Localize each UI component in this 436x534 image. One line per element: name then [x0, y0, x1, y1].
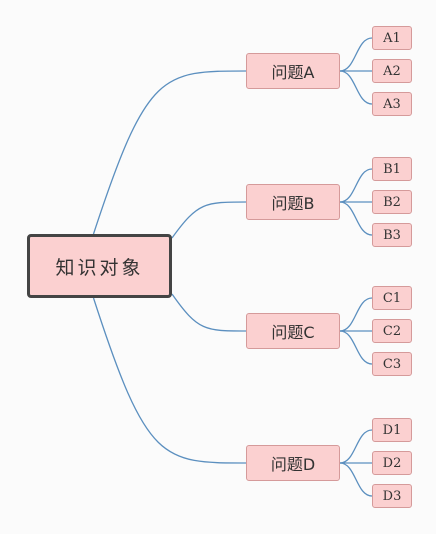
leaf-node-b1[interactable]: B1 [372, 157, 412, 181]
connector-root-question-a [92, 70, 247, 235]
leaf-node-a2[interactable]: A2 [372, 59, 412, 83]
connector-root-question-c [171, 293, 247, 332]
leaf-node-b3[interactable]: B3 [372, 223, 412, 247]
connector-a-a3 [339, 70, 373, 105]
leaf-node-d2[interactable]: D2 [372, 451, 412, 475]
leaf-node-c2[interactable]: C2 [372, 319, 412, 343]
root-node[interactable]: 知识对象 [27, 234, 172, 298]
question-node-d[interactable]: 问题D [246, 445, 340, 481]
connector-b-b1 [339, 168, 373, 203]
leaf-node-c1[interactable]: C1 [372, 286, 412, 310]
question-node-b[interactable]: 问题B [246, 184, 340, 220]
leaf-node-c3[interactable]: C3 [372, 352, 412, 376]
connector-root-question-b [171, 201, 247, 239]
leaf-node-a1[interactable]: A1 [372, 26, 412, 50]
leaf-node-a3[interactable]: A3 [372, 92, 412, 116]
leaf-node-d1[interactable]: D1 [372, 418, 412, 442]
connector-b-b3 [339, 201, 373, 236]
connector-d-d1 [339, 429, 373, 464]
connector-root-question-d [92, 297, 247, 464]
connector-d-d3 [339, 462, 373, 497]
connector-c-c3 [339, 330, 373, 365]
connector-a-a1 [339, 37, 373, 72]
connector-c-c1 [339, 297, 373, 332]
question-node-c[interactable]: 问题C [246, 313, 340, 349]
leaf-node-b2[interactable]: B2 [372, 190, 412, 214]
question-node-a[interactable]: 问题A [246, 53, 340, 89]
leaf-node-d3[interactable]: D3 [372, 484, 412, 508]
